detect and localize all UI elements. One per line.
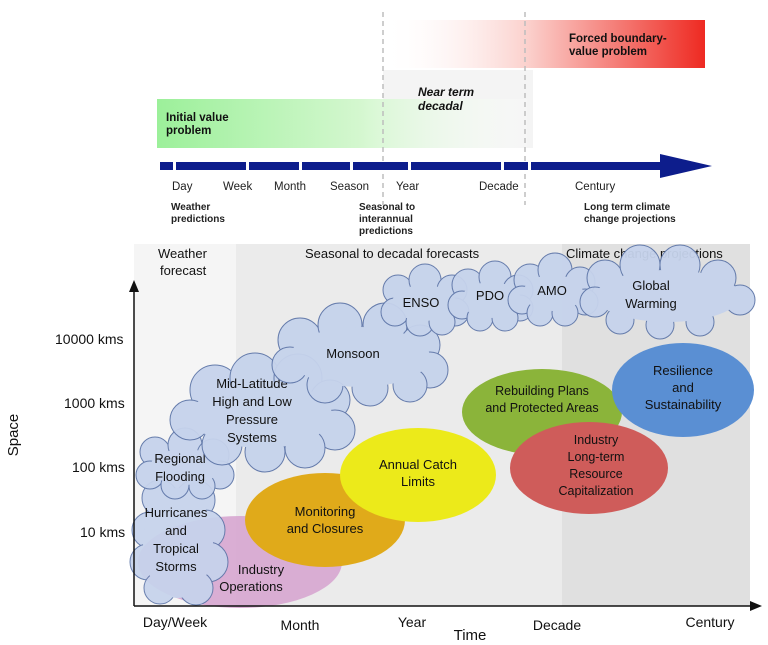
svg-text:Capitalization: Capitalization xyxy=(558,484,633,498)
forced-boundary-label-2: value problem xyxy=(569,46,647,58)
tick-day: Day xyxy=(172,181,193,193)
initial-value-label-2: problem xyxy=(166,125,211,137)
initial-value-label-1: Initial value xyxy=(166,112,229,124)
long-term-projections-1: Long term climate xyxy=(584,202,671,213)
cloud-pdo-label: PDO xyxy=(476,288,504,303)
svg-text:and Protected Areas: and Protected Areas xyxy=(485,401,598,415)
svg-text:Limits: Limits xyxy=(401,474,435,489)
cloud-global-2: Warming xyxy=(625,296,677,311)
cloud-hurricanes-3: Tropical xyxy=(153,541,199,556)
y-axis-arrowhead xyxy=(129,280,139,292)
y-tick-1000: 1000 kms xyxy=(64,395,125,411)
svg-text:Resource: Resource xyxy=(569,467,623,481)
x-tick-century: Century xyxy=(685,614,734,630)
cloud-global-warming xyxy=(579,244,756,340)
initial-value-band xyxy=(157,99,527,148)
cloud-midlat-1: Mid-Latitude xyxy=(216,376,288,391)
y-tick-100: 100 kms xyxy=(72,459,125,475)
svg-text:Annual Catch: Annual Catch xyxy=(379,457,457,472)
y-tick-10: 10 kms xyxy=(80,524,125,540)
cloud-midlat-4: Systems xyxy=(227,430,277,445)
tick-month: Month xyxy=(274,181,306,193)
forced-boundary-band xyxy=(383,20,705,68)
svg-text:and: and xyxy=(672,380,694,395)
cloud-regional-1: Regional xyxy=(154,451,205,466)
tick-season: Season xyxy=(330,181,369,193)
seasonal-predictions-2: interannual xyxy=(359,214,413,225)
y-axis-label: Space xyxy=(5,414,22,457)
cloud-midlat-2: High and Low xyxy=(212,394,292,409)
tick-week: Week xyxy=(223,181,252,193)
seasonal-predictions-1: Seasonal to xyxy=(359,202,415,213)
section-weather-2: forecast xyxy=(160,263,207,278)
cloud-monsoon-label: Monsoon xyxy=(326,346,379,361)
x-axis-arrowhead xyxy=(750,601,762,611)
x-tick-decade: Decade xyxy=(533,617,581,633)
ellipse-operations-2: Operations xyxy=(219,579,283,594)
x-tick-dayweek: Day/Week xyxy=(143,614,208,630)
cloud-global-1: Global xyxy=(632,278,670,293)
ellipse-resilience: Resilience and Sustainability xyxy=(612,343,754,437)
cloud-hurricanes-1: Hurricanes xyxy=(145,505,208,520)
cloud-regional-2: Flooding xyxy=(155,469,205,484)
x-tick-month: Month xyxy=(281,617,320,633)
y-tick-10000: 10000 kms xyxy=(55,331,123,347)
weather-predictions-2: predictions xyxy=(171,214,225,225)
x-axis-label: Time xyxy=(454,627,487,644)
tick-year: Year xyxy=(396,181,419,193)
near-term-label-2: decadal xyxy=(418,99,463,113)
ellipse-annual-catch: Annual Catch Limits xyxy=(340,428,496,522)
section-weather-1: Weather xyxy=(158,246,208,261)
svg-text:Industry: Industry xyxy=(574,433,619,447)
tick-decade: Decade xyxy=(479,181,519,193)
weather-predictions-1: Weather xyxy=(171,202,210,213)
timeline-arrow xyxy=(160,154,712,178)
ellipse-operations-1: Industry xyxy=(238,562,285,577)
svg-text:Sustainability: Sustainability xyxy=(645,397,722,412)
long-term-projections-2: change projections xyxy=(584,214,676,225)
cloud-hurricanes-2: and xyxy=(165,523,187,538)
forced-boundary-label-1: Forced boundary- xyxy=(569,33,667,45)
svg-text:Monitoring: Monitoring xyxy=(295,504,356,519)
svg-text:Resilience: Resilience xyxy=(653,363,713,378)
seasonal-predictions-3: predictions xyxy=(359,226,413,237)
cloud-hurricanes xyxy=(129,479,229,606)
x-tick-year: Year xyxy=(398,614,427,630)
cloud-amo-label: AMO xyxy=(537,283,567,298)
ellipse-capitalization: Industry Long-term Resource Capitalizati… xyxy=(510,422,668,514)
svg-text:and Closures: and Closures xyxy=(287,521,364,536)
cloud-enso-label: ENSO xyxy=(403,295,440,310)
cloud-enso xyxy=(380,263,470,337)
cloud-hurricanes-4: Storms xyxy=(155,559,197,574)
svg-text:Long-term: Long-term xyxy=(568,450,625,464)
svg-text:Rebuilding Plans: Rebuilding Plans xyxy=(495,384,589,398)
tick-century: Century xyxy=(575,181,616,193)
section-seasonal: Seasonal to decadal forecasts xyxy=(305,246,480,261)
cloud-midlat-3: Pressure xyxy=(226,412,278,427)
near-term-label-1: Near term xyxy=(418,85,474,99)
